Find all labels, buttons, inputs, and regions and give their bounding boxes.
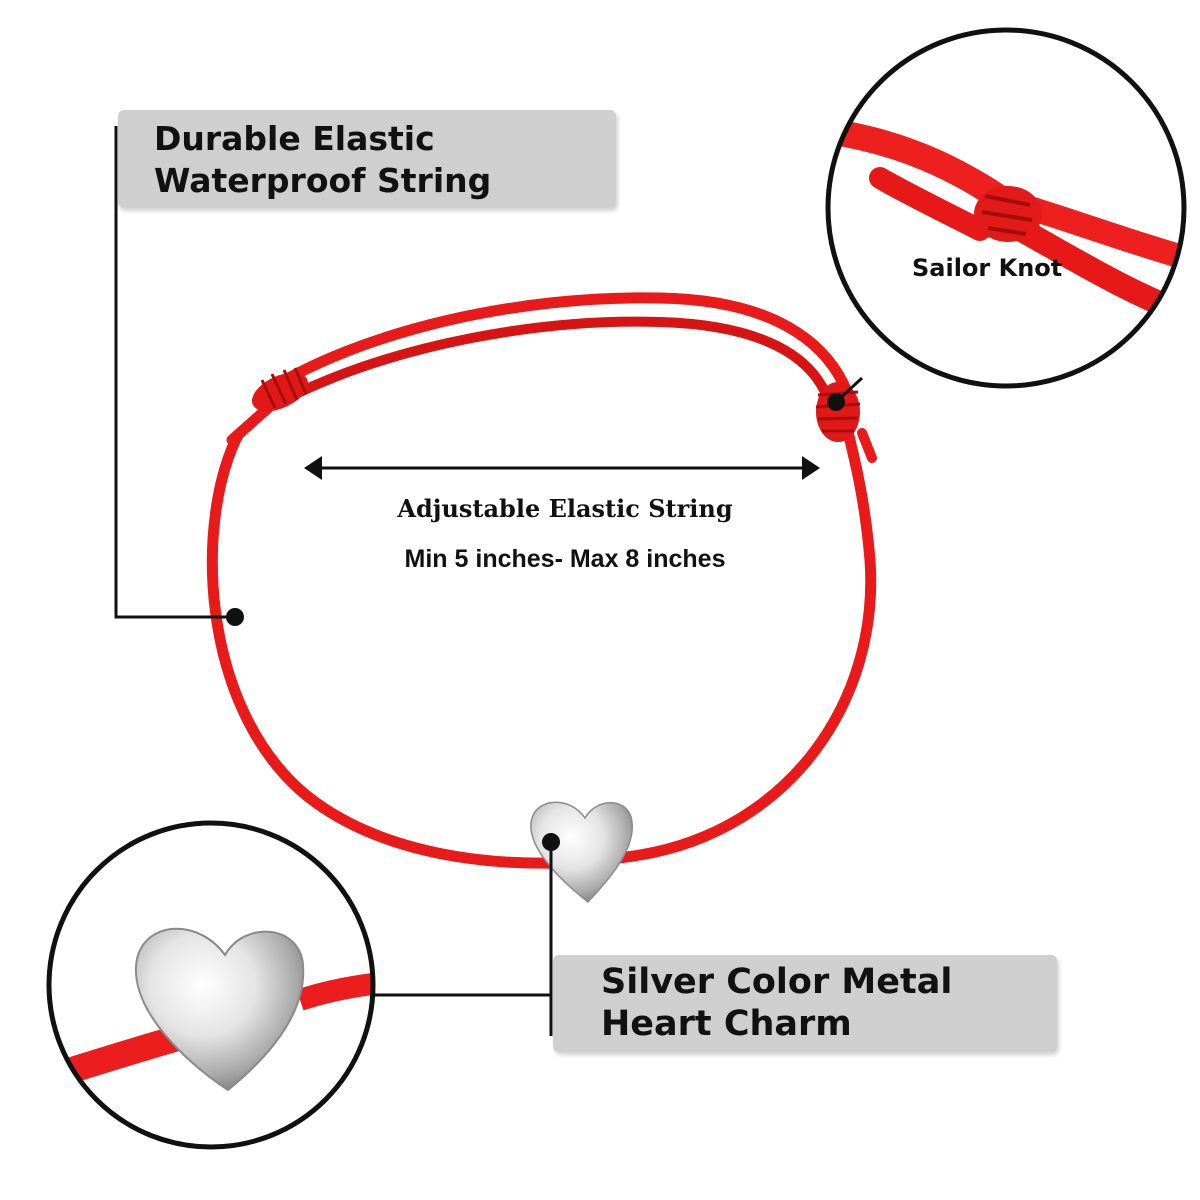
charm-callout: Silver Color Metal Heart Charm bbox=[553, 955, 1057, 1052]
double-arrow-icon bbox=[304, 456, 820, 480]
heart-zoom bbox=[46, 820, 376, 1150]
string-callout: Durable Elastic Waterproof String bbox=[118, 110, 616, 208]
size-range-label: Min 5 inches- Max 8 inches bbox=[404, 545, 726, 573]
bracelet-cord bbox=[206, 292, 877, 869]
right-knot bbox=[815, 382, 861, 442]
leader-dots bbox=[226, 393, 845, 851]
string-callout-line2: Waterproof String bbox=[154, 161, 492, 200]
string-callout-line1: Durable Elastic bbox=[154, 119, 435, 158]
heart-icon bbox=[530, 801, 633, 904]
sailor-knot-label: Sailor Knot bbox=[912, 254, 1063, 282]
knot-zoom bbox=[825, 27, 1187, 389]
adjustable-label: Adjustable Elastic String bbox=[397, 494, 733, 523]
charm-callout-line2: Heart Charm bbox=[601, 1004, 852, 1044]
charm-callout-line1: Silver Color Metal bbox=[601, 962, 953, 1002]
left-knot bbox=[251, 367, 309, 412]
